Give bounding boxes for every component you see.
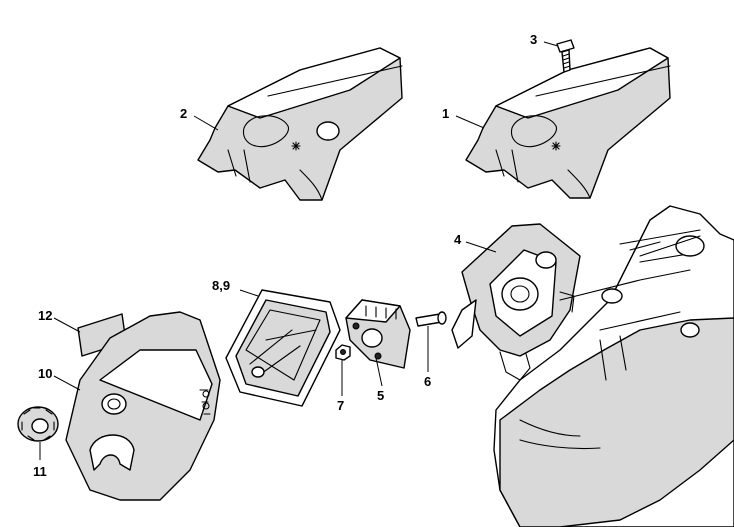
- leader-3: [543, 41, 559, 47]
- leader-2: [193, 115, 219, 131]
- part-1-shroud-cover: [465, 47, 671, 199]
- callout-8-9: 8,9: [212, 278, 230, 293]
- callout-1: 1: [442, 106, 449, 121]
- callout-12: 12: [38, 308, 52, 323]
- callout-6: 6: [424, 374, 431, 389]
- part-11-knob: [17, 406, 59, 442]
- callout-3: 3: [530, 32, 537, 47]
- part-10-filter-cover: [65, 311, 221, 501]
- callout-7: 7: [337, 398, 344, 413]
- part-8-9-air-filter: [225, 289, 341, 407]
- part-5-adapter: [345, 299, 411, 369]
- leader-10: [53, 375, 81, 391]
- callout-4: 4: [454, 232, 462, 247]
- callout-11: 11: [33, 464, 47, 479]
- part-6-screw: [415, 311, 447, 327]
- part-4-filter-base: [451, 223, 581, 381]
- callout-5: 5: [377, 388, 384, 403]
- chainsaw-crankcase: [493, 205, 734, 527]
- part-7-nut: [335, 344, 351, 361]
- callout-10: 10: [38, 366, 52, 381]
- leader-12: [53, 317, 81, 333]
- leader-lines: [39, 41, 559, 460]
- leader-8-9: [239, 289, 259, 297]
- callout-2: 2: [180, 106, 187, 121]
- callout-labels: 1 2 3 4 5 6 7 8,9 10 11 12: [33, 32, 537, 479]
- part-3-screw: [556, 39, 575, 73]
- leader-1: [455, 115, 485, 129]
- leader-4: [465, 241, 497, 253]
- part-2-shroud-cover: [197, 47, 403, 201]
- leader-5: [375, 357, 383, 387]
